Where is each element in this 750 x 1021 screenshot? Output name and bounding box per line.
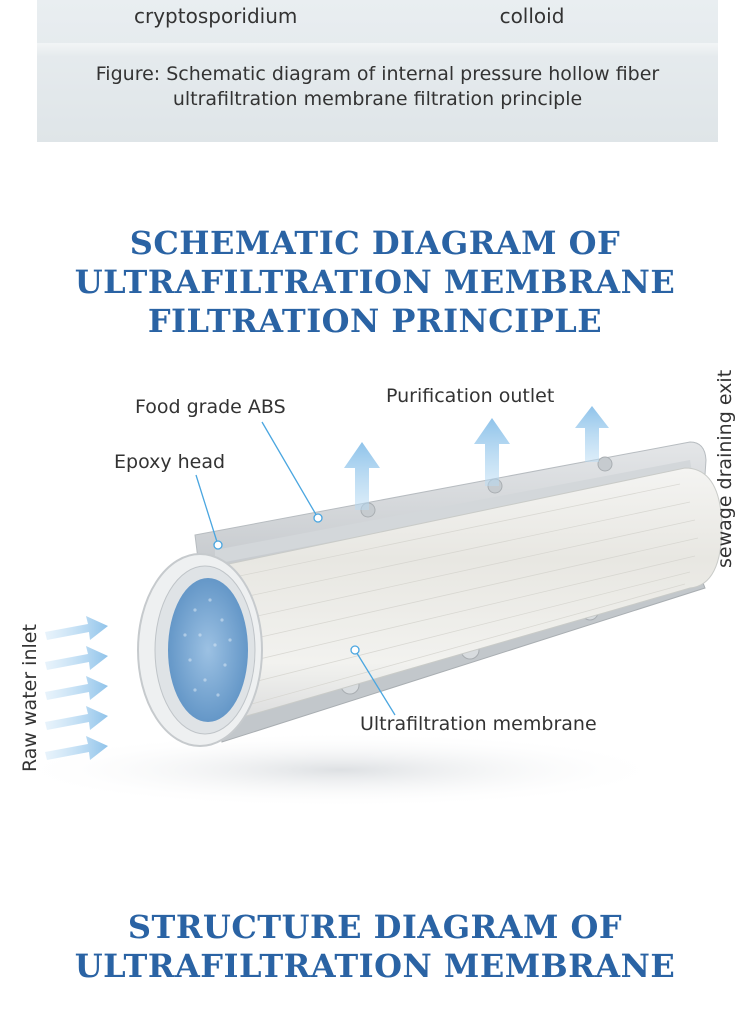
membrane-pointer-dot	[350, 645, 360, 655]
schematic-heading-line3: FILTRATION PRINCIPLE	[147, 302, 603, 340]
schematic-heading: SCHEMATIC DIAGRAM OF ULTRAFILTRATION MEM…	[0, 224, 750, 341]
membrane-face	[168, 578, 248, 722]
structure-heading: STRUCTURE DIAGRAM OF ULTRAFILTRATION MEM…	[0, 908, 750, 986]
raw-water-inlet-label: Raw water inlet	[19, 624, 41, 772]
ultrafiltration-membrane-label: Ultrafiltration membrane	[360, 713, 597, 735]
structure-heading-line1: STRUCTURE DIAGRAM OF	[127, 908, 623, 946]
colloid-label: colloid	[499, 4, 565, 28]
epoxy-pointer-dot	[213, 540, 223, 550]
leader-lines	[195, 421, 396, 716]
panel-divider	[37, 43, 718, 57]
schematic-heading-line2: ULTRAFILTRATION MEMBRANE	[74, 263, 676, 301]
epoxy-head-label: Epoxy head	[114, 451, 226, 473]
figure-caption: Figure: Schematic diagram of internal pr…	[95, 63, 660, 110]
structure-heading-line2: ULTRAFILTRATION MEMBRANE	[74, 947, 676, 985]
abs-pointer-dot	[313, 513, 323, 523]
raw-water-inlet-arrows	[45, 616, 108, 760]
sewage-draining-exit-label: sewage draining exit	[714, 369, 736, 568]
floor-shadow	[10, 732, 670, 808]
schematic-heading-line1: SCHEMATIC DIAGRAM OF	[129, 224, 621, 262]
membrane-illustration	[10, 406, 723, 808]
food-grade-abs-label: Food grade ABS	[135, 396, 286, 418]
purification-outlet-arrows	[344, 406, 609, 510]
membrane-diagram: Food grade ABS Purification outlet Epoxy…	[0, 350, 750, 820]
cryptosporidium-label: cryptosporidium	[134, 4, 298, 28]
top-housing	[194, 441, 707, 576]
fiber-lines	[229, 483, 699, 711]
figure-caption-panel: cryptosporidium colloid Figure: Schemati…	[37, 0, 718, 142]
purification-outlet-label: Purification outlet	[386, 385, 555, 407]
